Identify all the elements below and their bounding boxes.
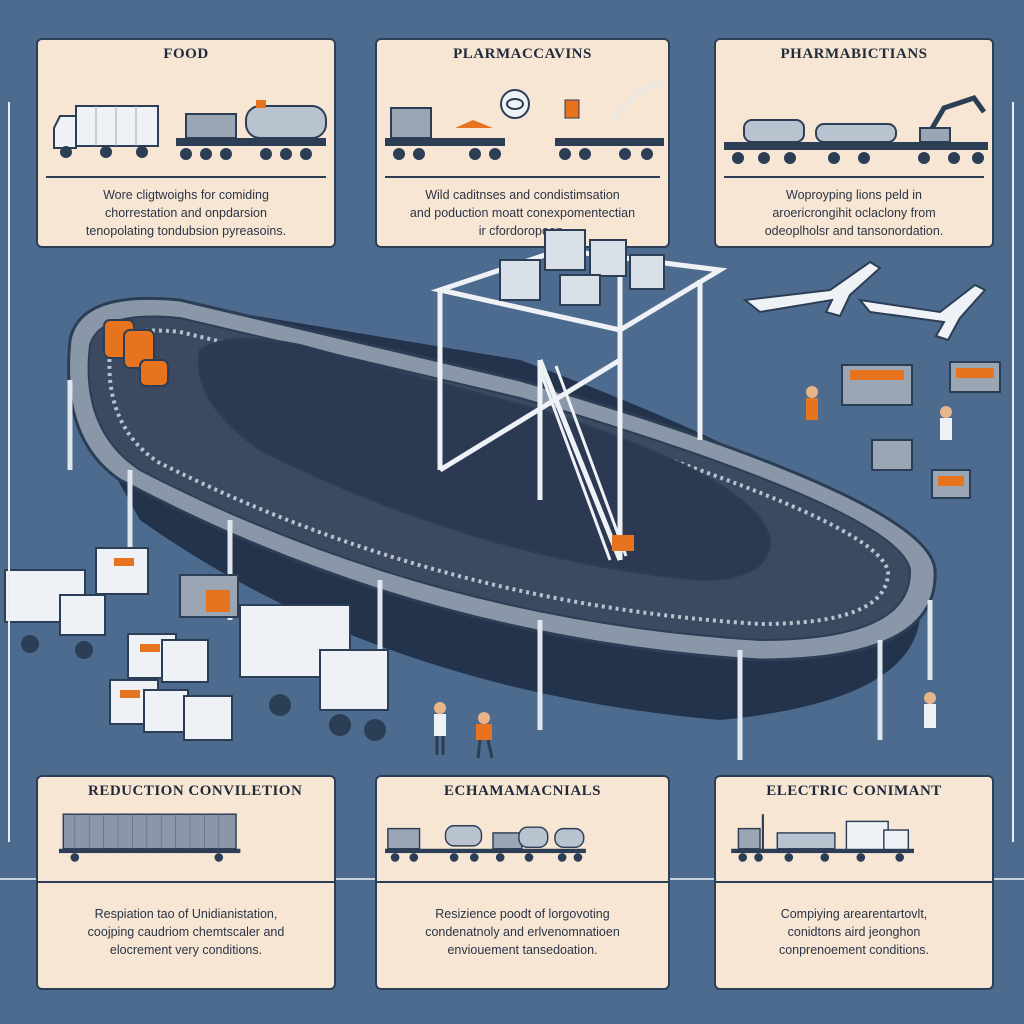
panel-title: ELECTRIC CONIMANT <box>766 783 942 799</box>
panel-title: FOOD <box>163 46 209 62</box>
tanker-train-illustration <box>385 825 586 862</box>
panel-pharmaceuticals: PLARMACCAVINS Wild caditnses and condist… <box>375 38 670 248</box>
panel-divider <box>385 176 660 178</box>
panel-title: REDUCTION CONVILETION <box>88 783 303 799</box>
panel-divider <box>716 881 992 883</box>
panel-pharmabictians: PHARMABICTIANS Woproyping lions peld in … <box>714 38 994 248</box>
trucks-left <box>4 569 389 741</box>
panel-description: Compiying arearentartovlt, conidtons air… <box>778 907 930 957</box>
tanker-crane-illustration <box>724 95 988 164</box>
panel-divider <box>38 881 334 883</box>
panel-divider <box>377 881 668 883</box>
panel-divider <box>724 176 984 178</box>
panel-description: Wild caditnses and condistimsation and p… <box>409 188 636 238</box>
panel-reduction-conviletion: REDUCTION CONVILETION Respiation tao of … <box>36 775 336 990</box>
pharma-transport-illustration <box>385 79 664 160</box>
panel-food: FOOD Wore cligtwoighs for comiding chorr… <box>36 38 336 248</box>
panel-description: Respiation tao of Unidianistation, coojp… <box>87 907 285 957</box>
panel-description: Resizience poodt of lorgovoting condenat… <box>425 907 620 957</box>
panel-description: Woproyping lions peld in aroericrongihit… <box>764 188 944 238</box>
flow-line-left <box>8 102 10 842</box>
panel-title: PLARMACCAVINS <box>453 46 592 62</box>
flow-line-right <box>1012 102 1014 842</box>
panel-description: Wore cligtwoighs for comiding chorrestat… <box>85 188 287 238</box>
forklift-truck-illustration <box>731 814 915 862</box>
panel-divider <box>46 176 326 178</box>
panel-echamamacnials: ECHAMAMACNIALS Resizience poodt of lorgo… <box>375 775 670 990</box>
panel-title: PHARMABICTIANS <box>780 46 928 62</box>
panel-electric-conimant: ELECTRIC CONIMANT Compiying arearentarto… <box>714 775 994 990</box>
panel-title: ECHAMAMACNIALS <box>444 783 601 799</box>
container-trailer-illustration <box>58 813 241 862</box>
food-transport-illustration <box>53 100 327 160</box>
